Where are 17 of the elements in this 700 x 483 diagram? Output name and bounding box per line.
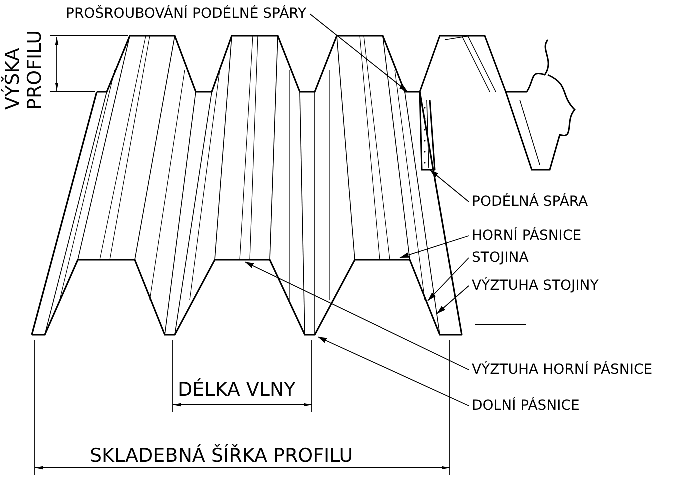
dimension-label: DÉLKA VLNY (178, 380, 296, 401)
part-label: PODÉLNÁ SPÁRA (472, 194, 588, 210)
leader-line (428, 258, 470, 302)
leader-line (244, 262, 470, 370)
dimension-label: VÝŠKA PROFILU (2, 29, 46, 110)
part-label: HORNÍ PÁSNICE (472, 228, 582, 244)
leader-line (400, 236, 470, 258)
dimension-label: SKLADEBNÁ ŠÍŘKA PROFILU (90, 446, 354, 467)
leader-line (430, 170, 470, 202)
part-label: STOJINA (472, 250, 529, 266)
part-label: DOLNÍ PÁSNICE (472, 398, 580, 414)
leader-line (310, 14, 408, 92)
part-label: PROŠROUBOVÁNÍ PODÉLNÉ SPÁRY (66, 6, 307, 22)
part-label: VÝZTUHA STOJINY (472, 278, 599, 294)
leader-line (318, 336, 470, 406)
leader-line (436, 286, 470, 314)
part-label: VÝZTUHA HORNÍ PÁSNICE (472, 362, 653, 378)
